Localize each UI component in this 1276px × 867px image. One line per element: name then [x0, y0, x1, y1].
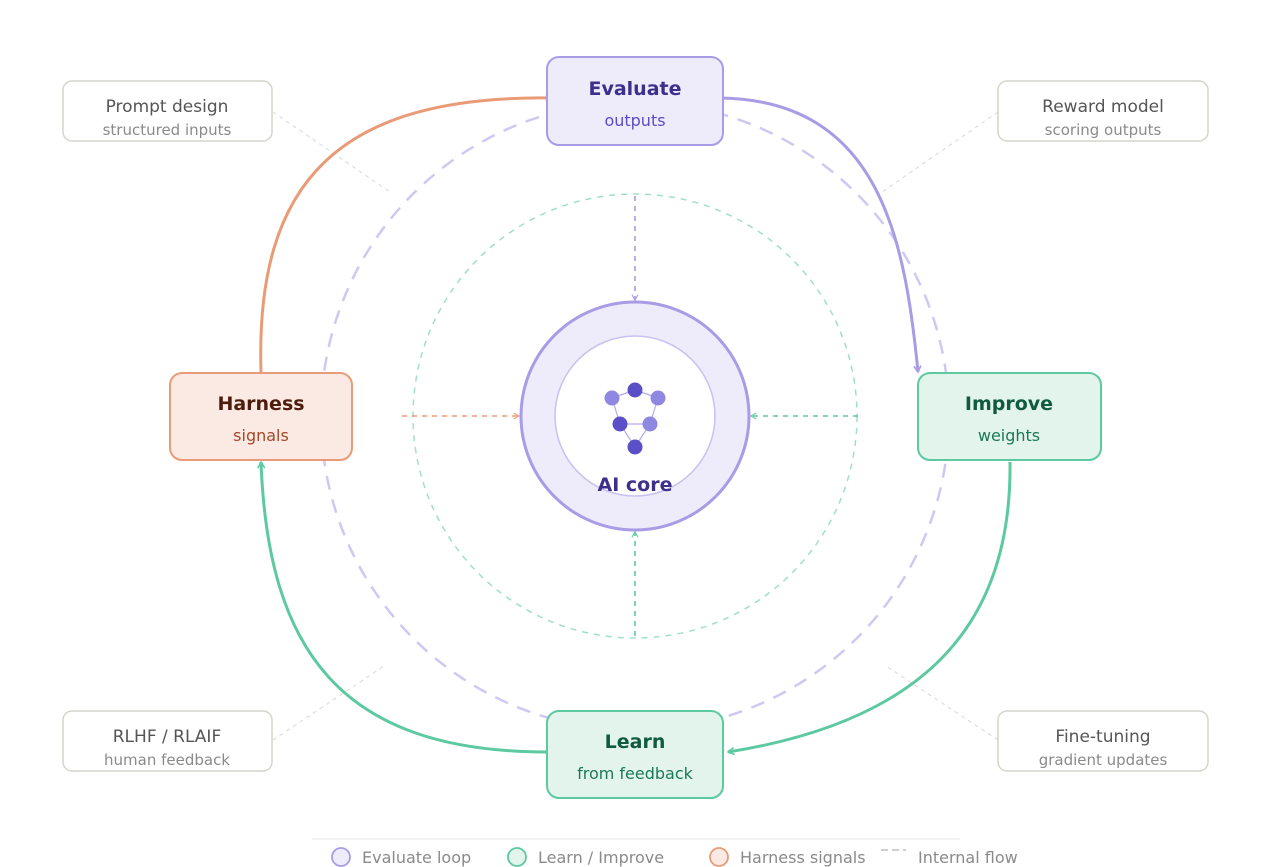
- core-inner-circle: [554, 335, 716, 497]
- side-label-prompt: Prompt design structured inputs: [62, 80, 273, 142]
- legend-evaluate-label: Evaluate loop: [362, 848, 471, 867]
- legend: Evaluate loop Learn / Improve Harness si…: [312, 838, 1018, 867]
- finetune-subtitle: gradient updates: [1039, 751, 1168, 769]
- side-label-rlhf: RLHF / RLAIF human feedback: [62, 710, 273, 772]
- core-label: AI core: [598, 474, 673, 496]
- arrow-evaluate-to-improve: [719, 96, 922, 373]
- legend-harness-label: Harness signals: [740, 848, 866, 867]
- reward-subtitle: scoring outputs: [1045, 121, 1162, 139]
- rlhf-subtitle: human feedback: [104, 751, 230, 769]
- finetune-title: Fine-tuning: [1055, 727, 1150, 747]
- network-icon: [604, 382, 666, 455]
- side-label-reward: Reward model scoring outputs: [997, 80, 1209, 142]
- legend-harness-icon: [709, 847, 729, 867]
- legend-learn-icon: [507, 847, 527, 867]
- connector-prompt: [272, 111, 391, 193]
- legend-internal-label: Internal flow: [918, 848, 1018, 867]
- legend-learn-label: Learn / Improve: [538, 848, 664, 867]
- evaluate-subtitle: outputs: [604, 111, 665, 130]
- learn-node: Learn from feedback: [546, 710, 724, 799]
- connector-reward: [881, 111, 999, 193]
- prompt-subtitle: structured inputs: [103, 121, 232, 139]
- connector-rlhf: [272, 665, 385, 741]
- evaluate-node: Evaluate outputs: [546, 56, 724, 146]
- improve-subtitle: weights: [978, 426, 1040, 445]
- ai-core: AI core: [519, 300, 751, 532]
- reward-title: Reward model: [1042, 97, 1164, 117]
- learn-title: Learn: [605, 731, 666, 753]
- rlhf-title: RLHF / RLAIF: [113, 727, 221, 747]
- arrow-learn-to-harness: [257, 461, 548, 754]
- harness-subtitle: signals: [233, 426, 289, 445]
- arrow-improve-to-learn: [727, 461, 1012, 756]
- side-label-finetune: Fine-tuning gradient updates: [997, 710, 1209, 772]
- connector-finetune: [885, 665, 999, 741]
- harness-title: Harness: [217, 393, 304, 415]
- arrow-harness-to-evaluate: [259, 93, 553, 373]
- improve-title: Improve: [965, 393, 1053, 415]
- evaluate-title: Evaluate: [588, 78, 681, 100]
- improve-node: Improve weights: [917, 372, 1102, 461]
- prompt-title: Prompt design: [106, 97, 229, 117]
- learn-subtitle: from feedback: [577, 764, 694, 783]
- harness-node: Harness signals: [169, 372, 353, 461]
- legend-evaluate-icon: [331, 847, 351, 867]
